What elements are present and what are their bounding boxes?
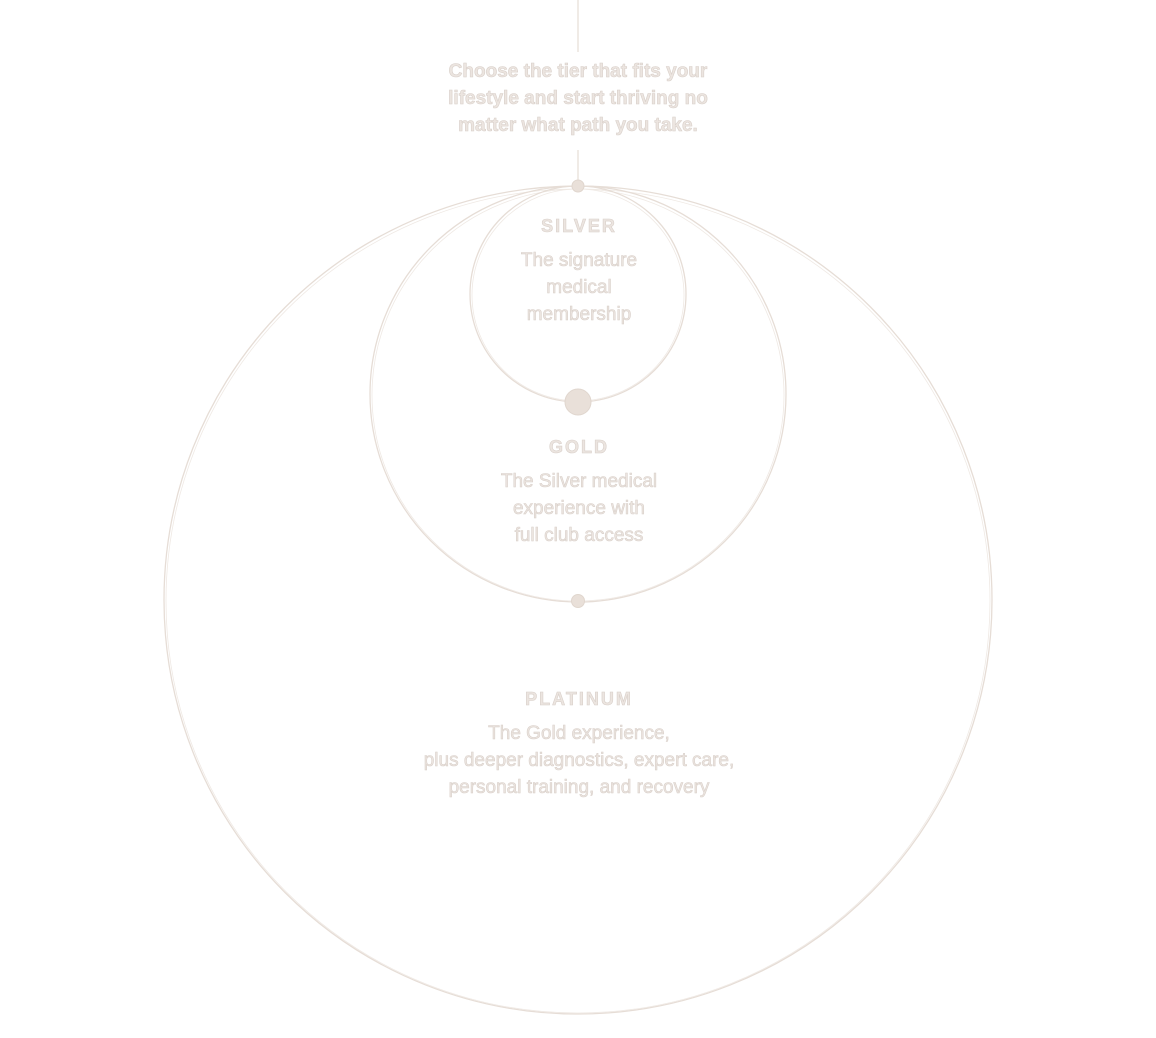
platinum-tier-description: The Gold experience, plus deeper diagnos…: [423, 723, 735, 799]
silver-tier-title: SILVER: [541, 216, 617, 237]
gold-tier-title: GOLD: [549, 437, 609, 458]
gold-tier-description: The Silver medical experience with full …: [500, 471, 658, 547]
gold-bottom-node: [571, 594, 585, 608]
top-node: [571, 179, 585, 193]
platinum-tier-title: PLATINUM: [525, 689, 633, 710]
intro-text: Choose the tier that fits your lifestyle…: [448, 61, 708, 137]
silver-tier-description: The signature medical membership: [520, 250, 638, 326]
silver-bottom-node: [564, 388, 592, 416]
